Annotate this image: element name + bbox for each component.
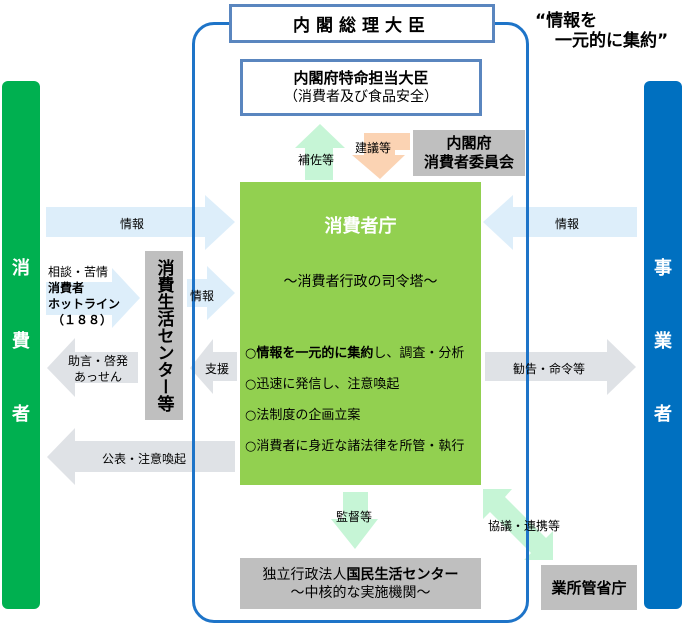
local-center-label: 消費生活センター等 (153, 259, 174, 412)
prime-minister-label: 内閣総理大臣 (293, 16, 431, 36)
item-text: 法制度の企画立案 (256, 408, 361, 423)
agency-item-1: ○情報を一元的に集約し、調査・分析 (245, 342, 464, 361)
minister-title: 内閣府特命担当大臣 (293, 68, 429, 87)
info-label-left: 情報 (120, 217, 145, 231)
info-label-right: 情報 (555, 217, 580, 231)
consumers-char-1: 消 (12, 258, 30, 280)
consult-line1: 相談・苦情 (48, 265, 109, 279)
item-text: 消費者に身近な諸法律を所管・執行 (256, 439, 465, 454)
consumers-char-3: 者 (12, 403, 30, 425)
consult-line2: 消費者 (48, 281, 85, 295)
businesses-bar: 事 業 者 (644, 81, 682, 609)
consumer-committee-box: 内閣府 消費者委員会 (413, 130, 525, 176)
agency-item-2: ○迅速に発信し、注意喚起 (245, 373, 399, 392)
support-arrow (295, 124, 345, 180)
minister-box: 内閣府特命担当大臣 （消費者及び食品安全） (240, 59, 482, 116)
prime-minister-box: 内閣総理大臣 (229, 4, 495, 43)
coordinate-label: 協議・連携等 (488, 519, 561, 533)
assist-arrow (190, 339, 237, 394)
businesses-char-2: 業 (654, 330, 672, 352)
advice-line2: あっせん (74, 370, 123, 384)
consult-arrow (46, 268, 140, 328)
coordinate-arrow (483, 489, 553, 560)
item-bullet: ○ (245, 408, 257, 423)
consumer-agency-box: 消費者庁 ～消費者行政の司令塔～ ○情報を一元的に集約し、調査・分析 ○迅速に発… (240, 182, 481, 485)
supervise-arrow (331, 492, 378, 549)
slogan-line2: 一元的に集約” (555, 31, 669, 51)
agency-subtitle: ～消費者行政の司令塔～ (283, 274, 438, 290)
kokumin-title: 独立行政法人国民生活センター (263, 566, 459, 584)
info-label-center: 情報 (190, 289, 215, 303)
info-arrow-consumer-to-agency (46, 195, 235, 250)
kokumin-prefix: 独立行政法人 (262, 566, 347, 583)
consult-label: 相談・苦情 消費者 ホットライン （１８８） (48, 264, 120, 328)
supervise-label: 監督等 (336, 510, 373, 524)
businesses-char-1: 事 (654, 258, 672, 280)
consumers-bar: 消 費 者 (2, 81, 40, 609)
national-consumer-center-box: 独立行政法人国民生活センター ～中核的な実施機関～ (240, 558, 481, 609)
item-text: し、調査・分析 (373, 346, 465, 361)
item-bullet: ○ (245, 439, 257, 454)
agency-item-3: ○法制度の企画立案 (245, 404, 360, 423)
minister-subtitle: （消費者及び食品安全） (284, 88, 438, 105)
kokumin-subtitle: ～中核的な実施機関～ (290, 584, 431, 601)
support-label: 補佐等 (298, 153, 335, 167)
item-text: 迅速に発信し、注意喚起 (256, 377, 400, 392)
ministries-label: 業所管省庁 (551, 579, 627, 597)
info-arrow-business-to-agency (483, 195, 637, 250)
agency-title: 消費者庁 (324, 216, 397, 237)
ministries-box: 業所管省庁 (541, 565, 637, 610)
assist-label: 支援 (205, 362, 230, 376)
recommend-label: 建議等 (355, 141, 392, 155)
advice-arrow (47, 338, 138, 397)
advice-label: 助言・啓発 あっせん (68, 353, 128, 385)
item-bullet: ○ (245, 346, 257, 361)
item-bullet: ○ (245, 377, 257, 392)
advice-line1: 助言・啓発 (68, 354, 129, 368)
item-bold: 情報を一元的に集約 (256, 346, 374, 361)
info-arrow-center-to-agency (187, 266, 235, 320)
businesses-char-3: 者 (654, 403, 672, 425)
local-consumer-center-box: 消費生活センター等 (145, 251, 183, 420)
committee-line2: 消費者委員会 (423, 153, 514, 171)
consult-line4: （１８８） (52, 313, 113, 327)
consult-line3: ホットライン (48, 297, 121, 311)
publish-label: 公表・注意喚起 (102, 452, 187, 466)
agency-item-4: ○消費者に身近な諸法律を所管・執行 (245, 435, 464, 454)
committee-line1: 内閣府 (446, 134, 492, 152)
publish-arrow (47, 428, 235, 485)
kokumin-name: 国民生活センター (346, 566, 459, 583)
recommend-arrow (352, 133, 410, 179)
consumers-char-2: 費 (12, 330, 30, 352)
order-label: 勧告・命令等 (513, 362, 586, 376)
slogan-line1: “情報を (535, 11, 598, 31)
order-arrow (485, 339, 636, 395)
